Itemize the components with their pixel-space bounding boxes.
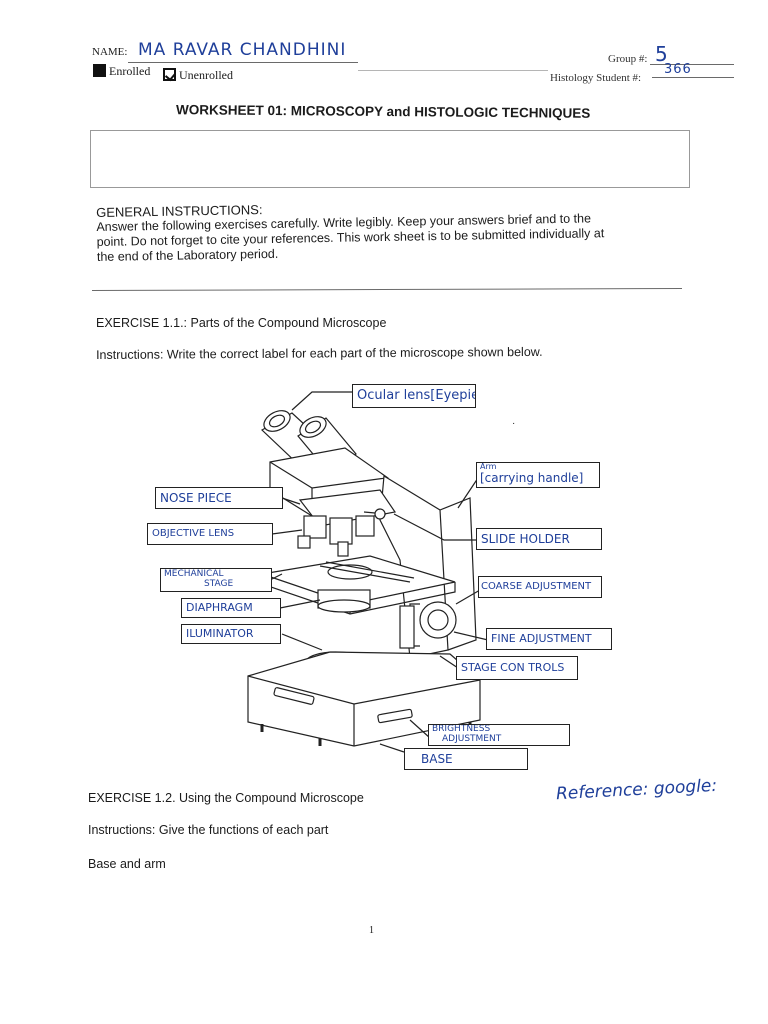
- name-value: MA RAVAR CHANDHINI: [138, 40, 347, 60]
- label-brightness-line-1: BRIGHTNESS: [432, 724, 491, 734]
- label-arm-text: [carrying handle]: [480, 471, 584, 485]
- enrolled-option[interactable]: Enrolled: [93, 64, 150, 79]
- student-underline: [652, 77, 734, 78]
- label-stage-controls[interactable]: STAGE CON TROLS: [456, 656, 578, 680]
- label-diaphragm[interactable]: DIAPHRAGM: [181, 598, 281, 618]
- label-coarse-adjustment[interactable]: COARSE ADJUSTMENT: [478, 576, 602, 598]
- label-illuminator[interactable]: ILUMINATOR: [181, 624, 281, 644]
- label-mechanical-stage[interactable]: MECHANICAL STAGE: [160, 568, 272, 592]
- exercise-1-2-item-base-arm: Base and arm: [88, 857, 166, 871]
- group-label: Group #:: [608, 53, 648, 65]
- unenrolled-option[interactable]: Unenrolled: [163, 68, 233, 83]
- label-base[interactable]: BASE: [404, 748, 528, 770]
- checkbox-filled-icon: [93, 64, 106, 77]
- label-ocular-lens[interactable]: Ocular lens[Eyepiece]: [352, 384, 476, 408]
- answer-box[interactable]: [90, 130, 690, 188]
- label-slide-holder[interactable]: SLIDE HOLDER: [476, 528, 602, 550]
- checkbox-check-icon: [163, 68, 176, 81]
- exercise-1-2-instructions: Instructions: Give the functions of each…: [88, 823, 329, 837]
- name-label: NAME:: [92, 46, 128, 58]
- label-fine-adjustment[interactable]: FINE ADJUSTMENT: [486, 628, 612, 650]
- header-rule: [358, 70, 548, 71]
- stray-dot: ·: [512, 418, 516, 429]
- label-arm-small: Arm: [480, 462, 497, 471]
- page-number: 1: [369, 925, 374, 936]
- label-mechanical-line-2: STAGE: [204, 579, 234, 589]
- name-underline: [128, 62, 358, 63]
- student-value: 366: [664, 62, 692, 77]
- label-objective-lens[interactable]: OBJECTIVE LENS: [147, 523, 273, 545]
- group-value: 5: [655, 42, 669, 66]
- label-brightness-adjustment[interactable]: BRIGHTNESS ADJUSTMENT: [428, 724, 570, 746]
- exercise-1-2-title: EXERCISE 1.2. Using the Compound Microsc…: [88, 791, 364, 805]
- label-arm[interactable]: Arm [carrying handle]: [476, 462, 600, 488]
- group-underline: [650, 64, 734, 65]
- student-label: Histology Student #:: [550, 72, 642, 84]
- label-mechanical-line-1: MECHANICAL: [164, 569, 224, 579]
- label-brightness-line-2: ADJUSTMENT: [442, 734, 502, 744]
- label-nose-piece[interactable]: NOSE PIECE: [155, 487, 283, 509]
- exercise-1-1-title: EXERCISE 1.1.: Parts of the Compound Mic…: [96, 316, 387, 330]
